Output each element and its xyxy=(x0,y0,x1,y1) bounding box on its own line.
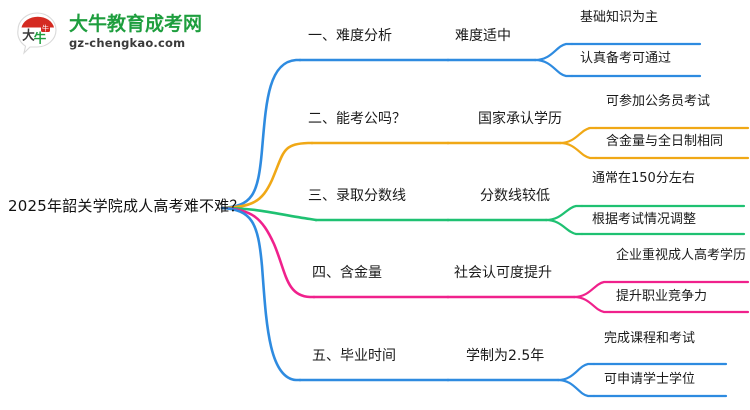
branch-leaf-4-1[interactable]: 企业重视成人高考学历 xyxy=(616,248,747,263)
mindmap-root-node[interactable]: 2025年韶关学院成人高考难不难？ xyxy=(8,197,245,215)
branch-title-3[interactable]: 三、录取分数线 xyxy=(308,188,406,204)
branch-middle-3[interactable]: 分数线较低 xyxy=(480,188,550,204)
branch-leaf-1-2[interactable]: 认真备考可通过 xyxy=(580,51,672,66)
svg-text:牛: 牛 xyxy=(42,23,49,32)
branch-middle-5[interactable]: 学制为2.5年 xyxy=(466,348,545,364)
branch-leaf-5-1[interactable]: 完成课程和考试 xyxy=(604,331,696,346)
branch-leaf-1-1[interactable]: 基础知识为主 xyxy=(580,10,659,25)
branch-leaf-2-1[interactable]: 可参加公务员考试 xyxy=(606,94,711,109)
site-logo: 牛 大 牛 大牛教育成考网 gz-chengkao.com xyxy=(14,8,202,56)
logo-brand-name: 大牛教育成考网 xyxy=(69,12,203,35)
branch-middle-1[interactable]: 难度适中 xyxy=(455,28,511,44)
logo-mark-icon: 牛 大 牛 xyxy=(14,8,62,56)
branch-title-1[interactable]: 一、难度分析 xyxy=(308,28,392,44)
branch-leaf-2-2[interactable]: 含金量与全日制相同 xyxy=(606,134,724,149)
branch-middle-2[interactable]: 国家承认学历 xyxy=(478,111,562,127)
branch-leaf-3-1[interactable]: 通常在150分左右 xyxy=(592,171,695,186)
branch-title-2[interactable]: 二、能考公吗？ xyxy=(308,111,406,127)
branch-middle-4[interactable]: 社会认可度提升 xyxy=(454,265,552,281)
branch-title-5[interactable]: 五、毕业时间 xyxy=(312,348,396,364)
svg-text:牛: 牛 xyxy=(34,31,47,46)
branch-title-4[interactable]: 四、含金量 xyxy=(312,265,382,281)
branch-leaf-4-2[interactable]: 提升职业竞争力 xyxy=(616,289,708,304)
branch-leaf-3-2[interactable]: 根据考试情况调整 xyxy=(592,212,697,227)
svg-text:大: 大 xyxy=(22,28,35,43)
logo-domain: gz-chengkao.com xyxy=(69,35,186,50)
branch-leaf-5-2[interactable]: 可申请学士学位 xyxy=(604,372,696,387)
